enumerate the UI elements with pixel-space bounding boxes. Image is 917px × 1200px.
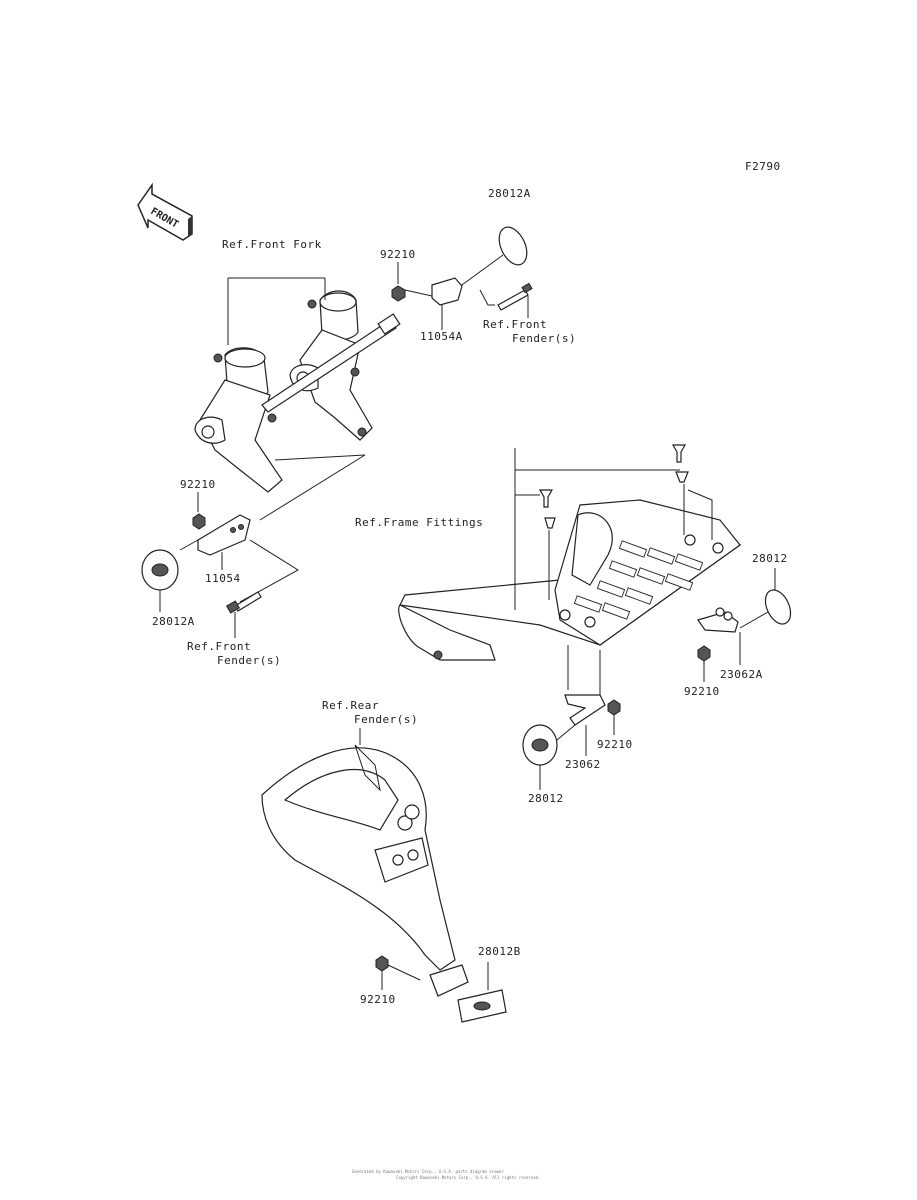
bracket-left — [197, 514, 251, 556]
bolt-frame-2 — [538, 489, 554, 508]
bracket-left-label: 11054 — [205, 572, 241, 585]
nut-mid-label: 92210 — [597, 738, 633, 751]
front-arrow-icon: FRONT — [137, 182, 193, 241]
right-reflector — [764, 589, 792, 625]
ref-front-fork-label: Ref.Front Fork — [222, 238, 322, 251]
bracket-top-label: 11054A — [420, 330, 463, 343]
bolt-frame-4 — [675, 471, 689, 483]
ref-front-fender-left-label-1: Ref.Front — [187, 640, 251, 653]
left-reflector-label: 28012A — [152, 615, 195, 628]
front-fork-drawing — [194, 290, 401, 493]
top-reflector — [498, 226, 528, 266]
ref-frame-fittings-label: Ref.Frame Fittings — [355, 516, 483, 529]
rear-reflector-label: 28012B — [478, 945, 521, 958]
rear-carrier-drawing — [398, 499, 742, 661]
nut-left-label: 92210 — [180, 478, 216, 491]
ref-front-fender-left-label-2: Fender(s) — [217, 654, 281, 667]
figure-code: F2790 — [745, 160, 781, 173]
mid-reflector-label: 28012 — [528, 792, 564, 805]
nut-top-label: 92210 — [380, 248, 416, 261]
nut-bottom — [375, 955, 389, 972]
nut-left — [192, 513, 206, 530]
bracket-mid-label: 23062 — [565, 758, 601, 771]
nut-right — [697, 645, 711, 662]
ref-front-fender-top-label-1: Ref.Front — [483, 318, 547, 331]
footer-line-1: Generated by Kawasaki Motors Corp., U.S.… — [352, 1169, 504, 1174]
nut-right-label: 92210 — [684, 685, 720, 698]
bolt-frame-3 — [544, 517, 556, 529]
bracket-mid — [564, 694, 606, 726]
nut-top — [391, 285, 406, 302]
right-reflector-label: 28012 — [752, 552, 788, 565]
bolt-top — [497, 289, 529, 311]
top-reflector-label: 28012A — [488, 187, 531, 200]
ref-rear-fender-label-1: Ref.Rear — [322, 699, 379, 712]
nut-bottom-label: 92210 — [360, 993, 396, 1006]
bolt-frame-1 — [671, 444, 687, 463]
footer-line-2: Copyright Kawasaki Motors Corp., U.S.A. … — [396, 1175, 541, 1180]
ref-front-fender-top-label-2: Fender(s) — [512, 332, 576, 345]
nut-mid — [607, 699, 621, 716]
rear-fender-drawing — [261, 744, 469, 997]
bracket-top — [431, 277, 463, 306]
bracket-right-label: 23062A — [720, 668, 763, 681]
ref-rear-fender-label-2: Fender(s) — [354, 713, 418, 726]
